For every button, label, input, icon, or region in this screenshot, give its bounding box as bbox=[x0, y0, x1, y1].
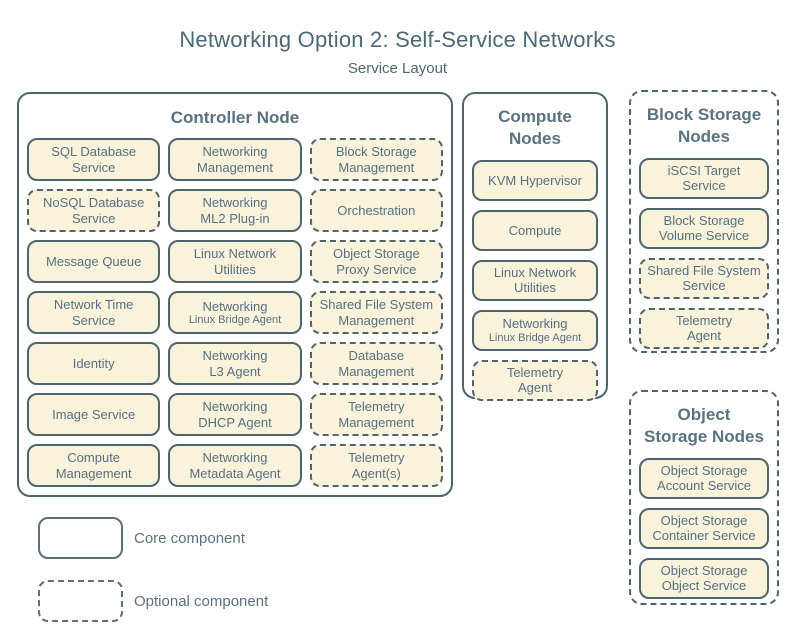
service-box-message-queue: Message Queue bbox=[27, 240, 161, 284]
page-title: Networking Option 2: Self-Service Networ… bbox=[179, 27, 616, 52]
core-component-label: Core component bbox=[134, 529, 245, 547]
core-component-swatch bbox=[38, 517, 123, 559]
service-box-kvm-hypervisor: KVM Hypervisor bbox=[472, 159, 598, 201]
legend-row-optional: Optional component bbox=[38, 580, 268, 622]
service-box-compute: Compute bbox=[472, 209, 598, 251]
legend-row-core: Core component bbox=[38, 517, 268, 559]
optional-component-label: Optional component bbox=[134, 592, 269, 610]
service-box-image-service: Image Service bbox=[27, 393, 161, 437]
optional-component-swatch bbox=[38, 580, 123, 622]
controller-node-title: Controller Node bbox=[170, 108, 300, 127]
page-subtitle: Service Layout bbox=[347, 60, 448, 77]
service-box-identity: Identity bbox=[27, 342, 161, 386]
legend: Core component Optional component bbox=[38, 517, 268, 622]
service-box-orchestration: Orchestration bbox=[309, 189, 443, 233]
